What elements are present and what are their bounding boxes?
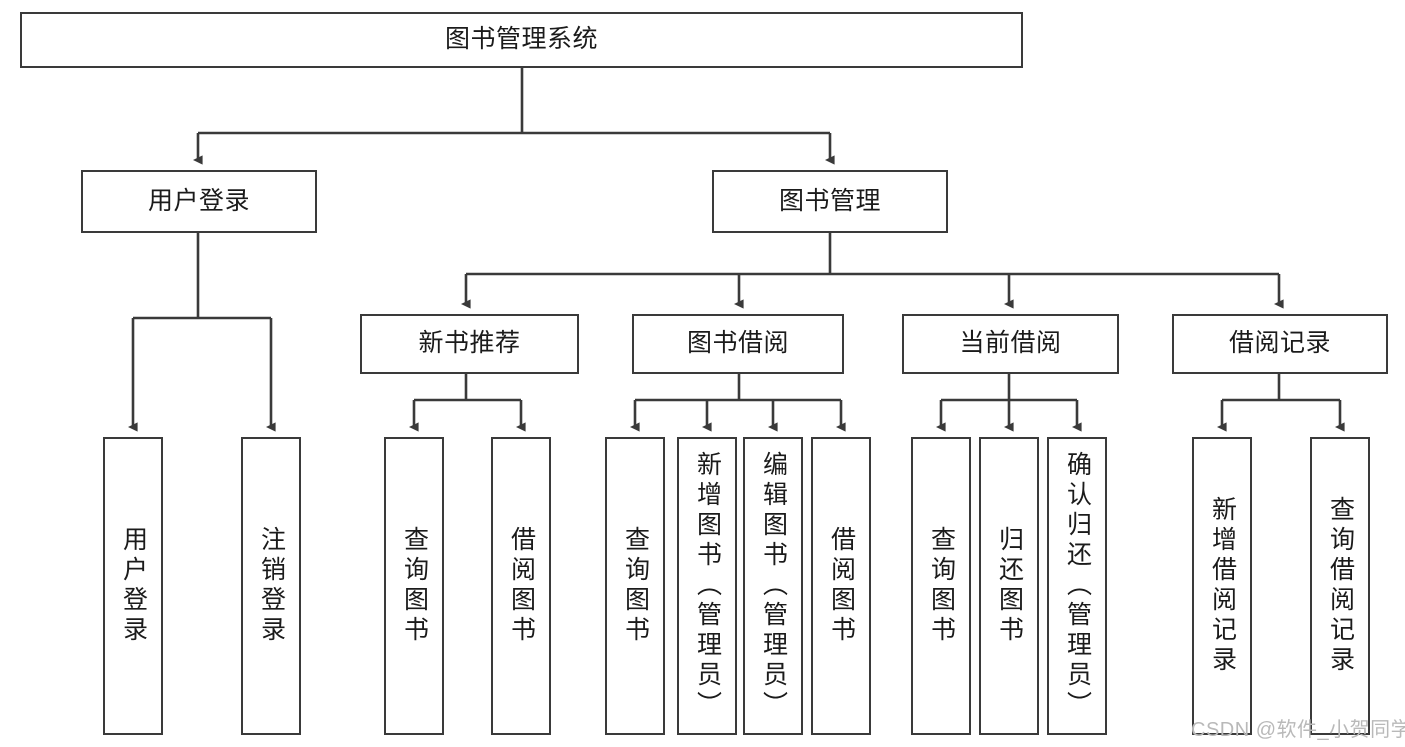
leaf-borrow-query-book[interactable]: 查询图书 (605, 437, 665, 735)
leaf-record-query-record[interactable]: 查询借阅记录 (1310, 437, 1370, 735)
node-label: 确认归还（管理员） (1063, 451, 1092, 721)
leaf-user-login-login[interactable]: 用户登录 (103, 437, 163, 735)
node-label: 图书管理 (778, 186, 881, 215)
node-new-book-recommend[interactable]: 新书推荐 (360, 314, 579, 374)
node-label: 新增图书（管理员） (693, 451, 722, 721)
leaf-current-return-book[interactable]: 归还图书 (979, 437, 1039, 735)
node-label: 查询图书 (927, 526, 956, 646)
node-label: 编辑图书（管理员） (759, 451, 788, 721)
leaf-current-query-book[interactable]: 查询图书 (911, 437, 971, 735)
node-label: 新书推荐 (418, 329, 521, 358)
node-label: 注销登录 (257, 526, 286, 646)
node-label: 借阅图书 (827, 526, 856, 646)
node-root-system[interactable]: 图书管理系统 (20, 12, 1023, 68)
node-label: 归还图书 (995, 526, 1024, 646)
leaf-recommend-query-book[interactable]: 查询图书 (384, 437, 444, 735)
leaf-record-add-record[interactable]: 新增借阅记录 (1192, 437, 1252, 735)
node-label: 查询图书 (400, 526, 429, 646)
node-book-borrow[interactable]: 图书借阅 (632, 314, 844, 374)
leaf-current-confirm-return-admin[interactable]: 确认归还（管理员） (1047, 437, 1107, 735)
node-book-management[interactable]: 图书管理 (712, 170, 948, 233)
node-label: 查询借阅记录 (1326, 496, 1355, 676)
node-current-borrow[interactable]: 当前借阅 (902, 314, 1119, 374)
leaf-borrow-edit-book-admin[interactable]: 编辑图书（管理员） (743, 437, 803, 735)
node-label: 用户登录 (119, 526, 148, 646)
node-label: 当前借阅 (959, 329, 1062, 358)
node-label: 图书借阅 (686, 329, 789, 358)
node-label: 借阅记录 (1228, 329, 1331, 358)
csdn-watermark: CSDN @软件_小贺同学 (1191, 719, 1405, 741)
node-borrow-record[interactable]: 借阅记录 (1172, 314, 1388, 374)
node-label: 图书管理系统 (444, 25, 598, 54)
leaf-user-login-logout[interactable]: 注销登录 (241, 437, 301, 735)
node-label: 查询图书 (621, 526, 650, 646)
leaf-borrow-borrow-book[interactable]: 借阅图书 (811, 437, 871, 735)
leaf-recommend-borrow-book[interactable]: 借阅图书 (491, 437, 551, 735)
node-label: 新增借阅记录 (1208, 496, 1237, 676)
node-user-login[interactable]: 用户登录 (81, 170, 317, 233)
leaf-borrow-add-book-admin[interactable]: 新增图书（管理员） (677, 437, 737, 735)
node-label: 借阅图书 (507, 526, 536, 646)
node-label: 用户登录 (147, 186, 250, 215)
